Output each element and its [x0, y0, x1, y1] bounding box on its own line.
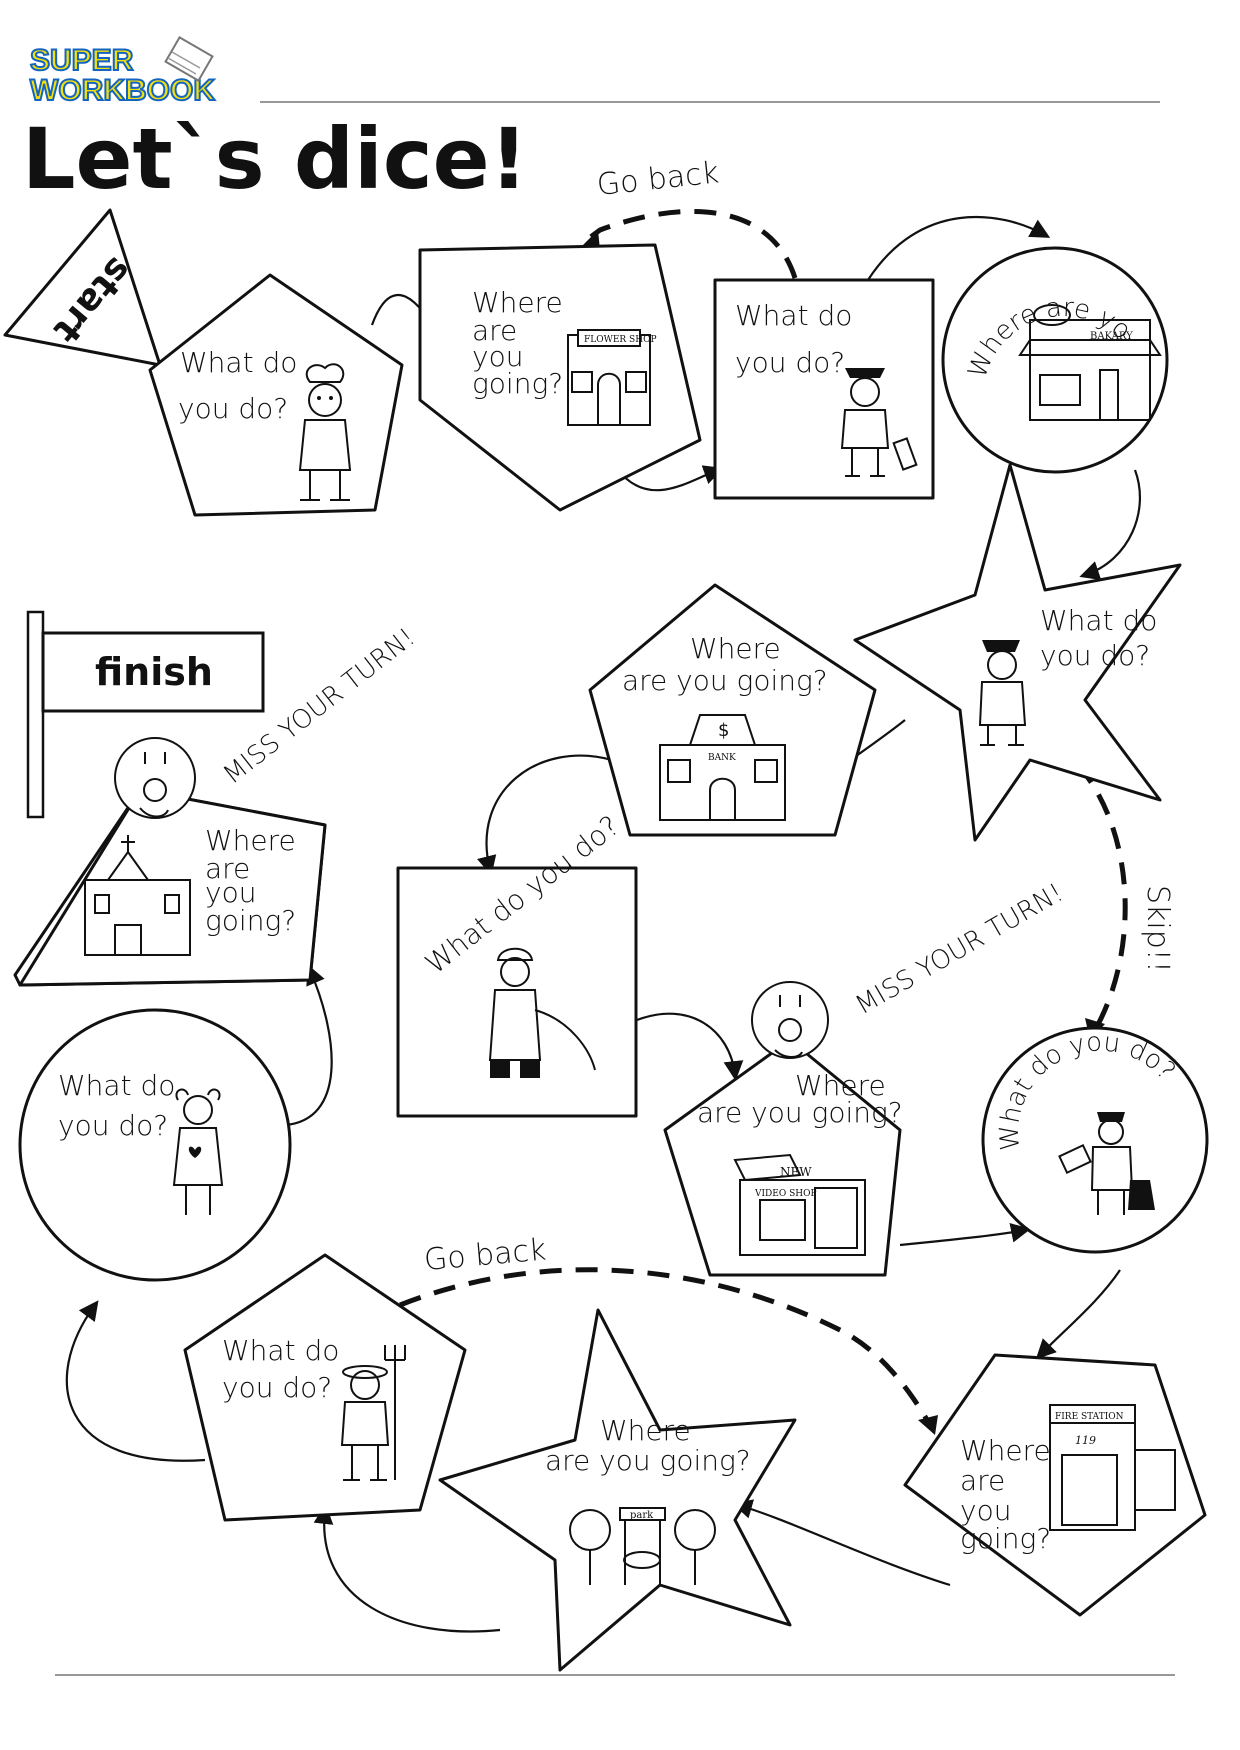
bank-icon	[659, 714, 786, 821]
go-back-top-label: Go back	[595, 155, 720, 203]
church-icon	[84, 835, 191, 956]
space-2-line2: are	[472, 314, 517, 347]
space-video-shop: Where are you going? NEW VIDEO SHOP	[663, 981, 903, 1277]
space-14-line2: are	[205, 852, 250, 885]
space-2-line4: going?	[472, 367, 563, 400]
space-3-line1: What do	[735, 299, 852, 332]
space-fire-station: Where are you going? FIRE STATION 119	[903, 1353, 1207, 1617]
video-shop-icon	[733, 1153, 866, 1256]
fire-station-icon	[1049, 1404, 1176, 1531]
space-police: What do you do?	[853, 463, 1182, 842]
space-mail-carrier: What do you do?	[981, 1026, 1209, 1254]
space-bank: Where are you going? $ BANK	[588, 583, 877, 837]
video-shop-badge: NEW	[780, 1165, 812, 1179]
space-8-line2: are you going?	[697, 1096, 903, 1129]
space-8-line1: Where	[795, 1069, 886, 1102]
space-farmer: What do you do?	[183, 1253, 467, 1522]
space-6-line1: Where	[690, 632, 781, 665]
space-2-line1: Where	[472, 286, 563, 319]
space-chef: What do you do?	[148, 273, 404, 517]
arrow-6-7	[477, 754, 613, 876]
space-park: Where are you going? park	[438, 1308, 797, 1672]
park-icon	[569, 1507, 716, 1585]
bakery-icon	[1018, 304, 1162, 421]
arrow-3-4	[867, 215, 1051, 281]
mail-carrier-icon	[1058, 1112, 1155, 1215]
go-back-bottom-label: Go back	[423, 1232, 548, 1278]
space-11-line1: Where	[600, 1414, 691, 1447]
nurse-icon	[172, 1088, 224, 1215]
space-10-line2: are	[960, 1464, 1005, 1497]
flower-shop-icon	[567, 329, 651, 426]
chef-icon	[298, 363, 352, 501]
space-10-line3: you	[960, 1494, 1011, 1527]
logo-line2: WORKBOOK	[30, 74, 215, 107]
space-nurse: What do you do?	[18, 1008, 292, 1282]
fire-station-sign: FIRE STATION	[1055, 1412, 1124, 1422]
space-5-line2: you do?	[1040, 639, 1150, 672]
arrow-13-14	[284, 964, 333, 1127]
arrow-11-12	[313, 1504, 501, 1633]
space-14-line4: going?	[205, 904, 296, 937]
arrow-9-10	[1035, 1269, 1121, 1360]
page-title: Let`s dice!	[22, 110, 528, 208]
space-13-line2: you do?	[58, 1109, 168, 1142]
firefighter-icon	[488, 947, 596, 1078]
space-14-line3: you	[205, 876, 256, 909]
space-10-line1: Where	[960, 1434, 1051, 1467]
go-back-top-path	[578, 209, 798, 279]
finish-label: finish	[95, 650, 213, 694]
space-1-line2: you do?	[178, 392, 288, 425]
finish-flag: finish	[26, 610, 265, 819]
arrow-10-11	[732, 1499, 951, 1587]
space-6-line2: are you going?	[622, 664, 828, 697]
space-11-line2: are you going?	[545, 1444, 751, 1477]
space-5-line1: What do	[1040, 604, 1157, 637]
space-flower-shop: Where are you going? FLOWER SHOP	[418, 243, 702, 512]
skip-label: Skip!!	[1140, 885, 1175, 973]
video-shop-sign: VIDEO SHOP	[754, 1189, 817, 1199]
park-sign: park	[630, 1510, 654, 1521]
space-3-line2: you do?	[735, 346, 845, 379]
pilot-icon	[840, 368, 918, 477]
svg-text:$: $	[718, 720, 729, 741]
arrow-8-9	[899, 1223, 1031, 1247]
start-space: start	[3, 208, 162, 367]
go-back-bottom-arrowhead	[918, 1415, 938, 1435]
bank-sign: BANK	[708, 753, 736, 763]
space-pilot: What do you do?	[713, 278, 935, 500]
logo: SUPER WORKBOOK	[29, 36, 216, 108]
space-14-line1: Where	[205, 824, 296, 857]
miss-turn-middle-label: MISS YOUR TURN!	[851, 878, 1069, 1021]
space-2-line3: you	[472, 340, 523, 373]
space-10-line4: going?	[960, 1522, 1051, 1555]
fire-station-number: 119	[1075, 1434, 1096, 1447]
space-1-line1: What do	[180, 346, 297, 379]
space-firefighter: What do you do?	[396, 809, 638, 1118]
arrow-4-5	[1079, 469, 1142, 580]
skip-path	[1076, 763, 1128, 1032]
clown-face-icon	[751, 981, 829, 1059]
space-13-line1: What do	[58, 1069, 175, 1102]
bakery-sign: BAKARY	[1090, 331, 1133, 342]
farmer-icon	[340, 1345, 406, 1481]
flower-shop-sign: FLOWER SHOP	[584, 335, 657, 345]
logo-line1: SUPER	[30, 44, 134, 77]
space-12-line1: What do	[222, 1334, 339, 1367]
arrow-2-3	[617, 465, 724, 492]
arrow-12-13	[65, 1300, 206, 1462]
police-officer-icon	[978, 640, 1027, 746]
space-church: Where are you going?	[13, 737, 327, 987]
notepad-icon	[164, 36, 214, 82]
go-back-bottom-path	[399, 1267, 933, 1427]
space-12-line2: you do?	[222, 1371, 332, 1404]
arrow-7-8	[636, 1012, 744, 1081]
clown-face-icon	[114, 737, 196, 819]
